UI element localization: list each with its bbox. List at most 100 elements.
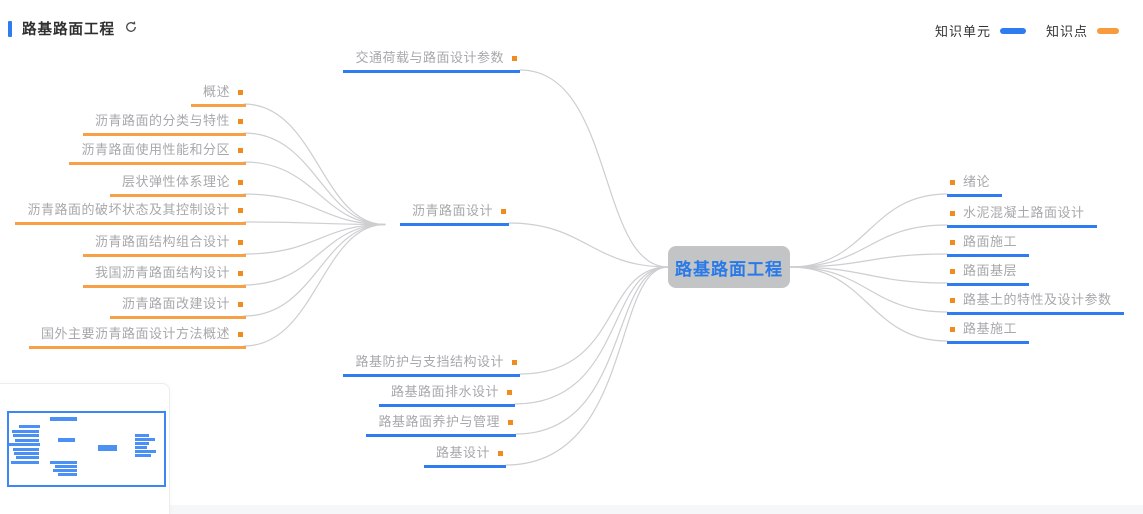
knowledge-point-node[interactable]: 沥青路面结构组合设计 [82,233,246,257]
node-label: 层状弹性体系理论 [121,174,230,189]
node-label: 沥青路面设计 [411,203,493,218]
node-bullet-icon [238,147,243,153]
node-label: 路基土的特性及设计参数 [963,292,1112,307]
legend-point-swatch [1097,27,1119,34]
minimap-bar [13,434,39,437]
minimap-bar [13,448,39,451]
node-label: 水泥混凝土路面设计 [963,205,1085,220]
node-bullet-icon [238,118,243,124]
node-bullet-icon [501,208,506,214]
node-bullet-icon [950,179,955,185]
legend-point-label: 知识点 [1045,24,1088,39]
knowledge-unit-node[interactable]: 路基防护与支挡结构设计 [343,353,520,377]
node-bullet-icon [238,301,243,307]
node-label: 路面施工 [963,234,1018,249]
node-label: 沥青路面使用性能和分区 [81,142,230,157]
node-label: 路基施工 [963,321,1018,336]
legend-unit-swatch [999,27,1026,34]
node-bullet-icon [512,55,517,61]
page-title: 路基路面工程 [22,22,115,38]
minimap-bar [11,461,39,464]
header: 路基路面工程 [8,18,138,39]
minimap-bar [50,461,77,464]
minimap-bar [50,417,77,421]
minimap-bar [98,445,117,451]
node-bullet-icon [950,239,955,245]
node-label: 绪论 [963,174,991,189]
knowledge-unit-node[interactable]: 路基施工 [947,320,1030,344]
minimap-bar [16,456,39,459]
knowledge-unit-node[interactable]: 路基设计 [423,444,506,468]
node-label: 路基路面排水设计 [390,384,499,399]
minimap-bar [135,434,149,437]
knowledge-point-node[interactable]: 沥青路面的分类与特性 [82,112,246,136]
node-bullet-icon [238,270,243,276]
knowledge-unit-node[interactable]: 路基路面排水设计 [378,383,515,407]
minimap-bar [135,454,151,457]
minimap-bar [135,438,155,441]
knowledge-unit-node[interactable]: 路面基层 [947,262,1030,286]
node-bullet-icon [238,239,243,245]
minimap-panel [0,383,170,514]
knowledge-unit-node[interactable]: 沥青路面设计 [399,202,509,226]
node-bullet-icon [950,326,955,332]
node-bullet-icon [498,450,503,456]
node-bullet-icon [238,89,243,95]
minimap-bar [58,438,75,442]
node-bullet-icon [238,207,243,213]
minimap-bar [19,425,40,428]
knowledge-point-node[interactable]: 层状弹性体系理论 [109,173,246,197]
legend-item-point: 知识点 [1046,21,1119,40]
node-label: 概述 [202,84,230,99]
node-bullet-icon [508,419,513,425]
node-label: 路基设计 [435,445,490,460]
knowledge-unit-node[interactable]: 交通荷载与路面设计参数 [343,49,520,73]
knowledge-unit-node[interactable]: 路基路面养护与管理 [366,413,516,437]
node-label: 沥青路面的破坏状态及其控制设计 [27,202,230,217]
node-bullet-icon [950,210,955,216]
node-label: 沥青路面改建设计 [121,296,230,311]
knowledge-unit-node[interactable]: 水泥混凝土路面设计 [947,204,1097,228]
minimap-bar [15,439,39,442]
knowledge-unit-node[interactable]: 绪论 [947,173,1003,197]
knowledge-point-node[interactable]: 沥青路面的破坏状态及其控制设计 [15,201,246,225]
node-bullet-icon [950,268,955,274]
node-bullet-icon [238,331,243,337]
node-label: 交通荷载与路面设计参数 [355,50,504,65]
node-label: 我国沥青路面结构设计 [94,265,230,280]
knowledge-point-node[interactable]: 沥青路面使用性能和分区 [69,141,246,165]
root-node[interactable]: 路基路面工程 [668,246,790,288]
knowledge-unit-node[interactable]: 路面施工 [947,233,1030,257]
knowledge-point-node[interactable]: 国外主要沥青路面设计方法概述 [28,325,246,349]
node-bullet-icon [507,389,512,395]
minimap-bar [58,473,77,476]
legend: 知识单元 知识点 [935,21,1119,40]
title-accent-bar [8,20,12,37]
root-node-label: 路基路面工程 [675,259,783,279]
node-label: 沥青路面结构组合设计 [94,234,230,249]
legend-item-unit: 知识单元 [935,21,1026,40]
minimap-bar [135,442,149,445]
minimap-bar [12,430,39,433]
minimap-bar [135,450,156,453]
refresh-icon [124,20,138,37]
node-bullet-icon [950,297,955,303]
node-bullet-icon [512,359,517,365]
node-label: 沥青路面的分类与特性 [94,113,230,128]
node-label: 路基防护与支挡结构设计 [355,354,504,369]
minimap-bar [53,469,77,472]
knowledge-point-node[interactable]: 概述 [190,83,246,107]
node-label: 路面基层 [963,263,1018,278]
node-bullet-icon [238,179,243,185]
minimap-bar [55,465,77,468]
minimap-bar [135,446,147,449]
knowledge-point-node[interactable]: 沥青路面改建设计 [109,295,246,319]
knowledge-unit-node[interactable]: 路基土的特性及设计参数 [947,291,1124,315]
node-label: 路基路面养护与管理 [378,414,500,429]
minimap-viewport[interactable] [7,411,166,487]
minimap-bar [9,443,40,446]
knowledge-point-node[interactable]: 我国沥青路面结构设计 [82,264,246,288]
page-background-strip [0,505,1143,514]
refresh-button[interactable] [124,20,138,37]
